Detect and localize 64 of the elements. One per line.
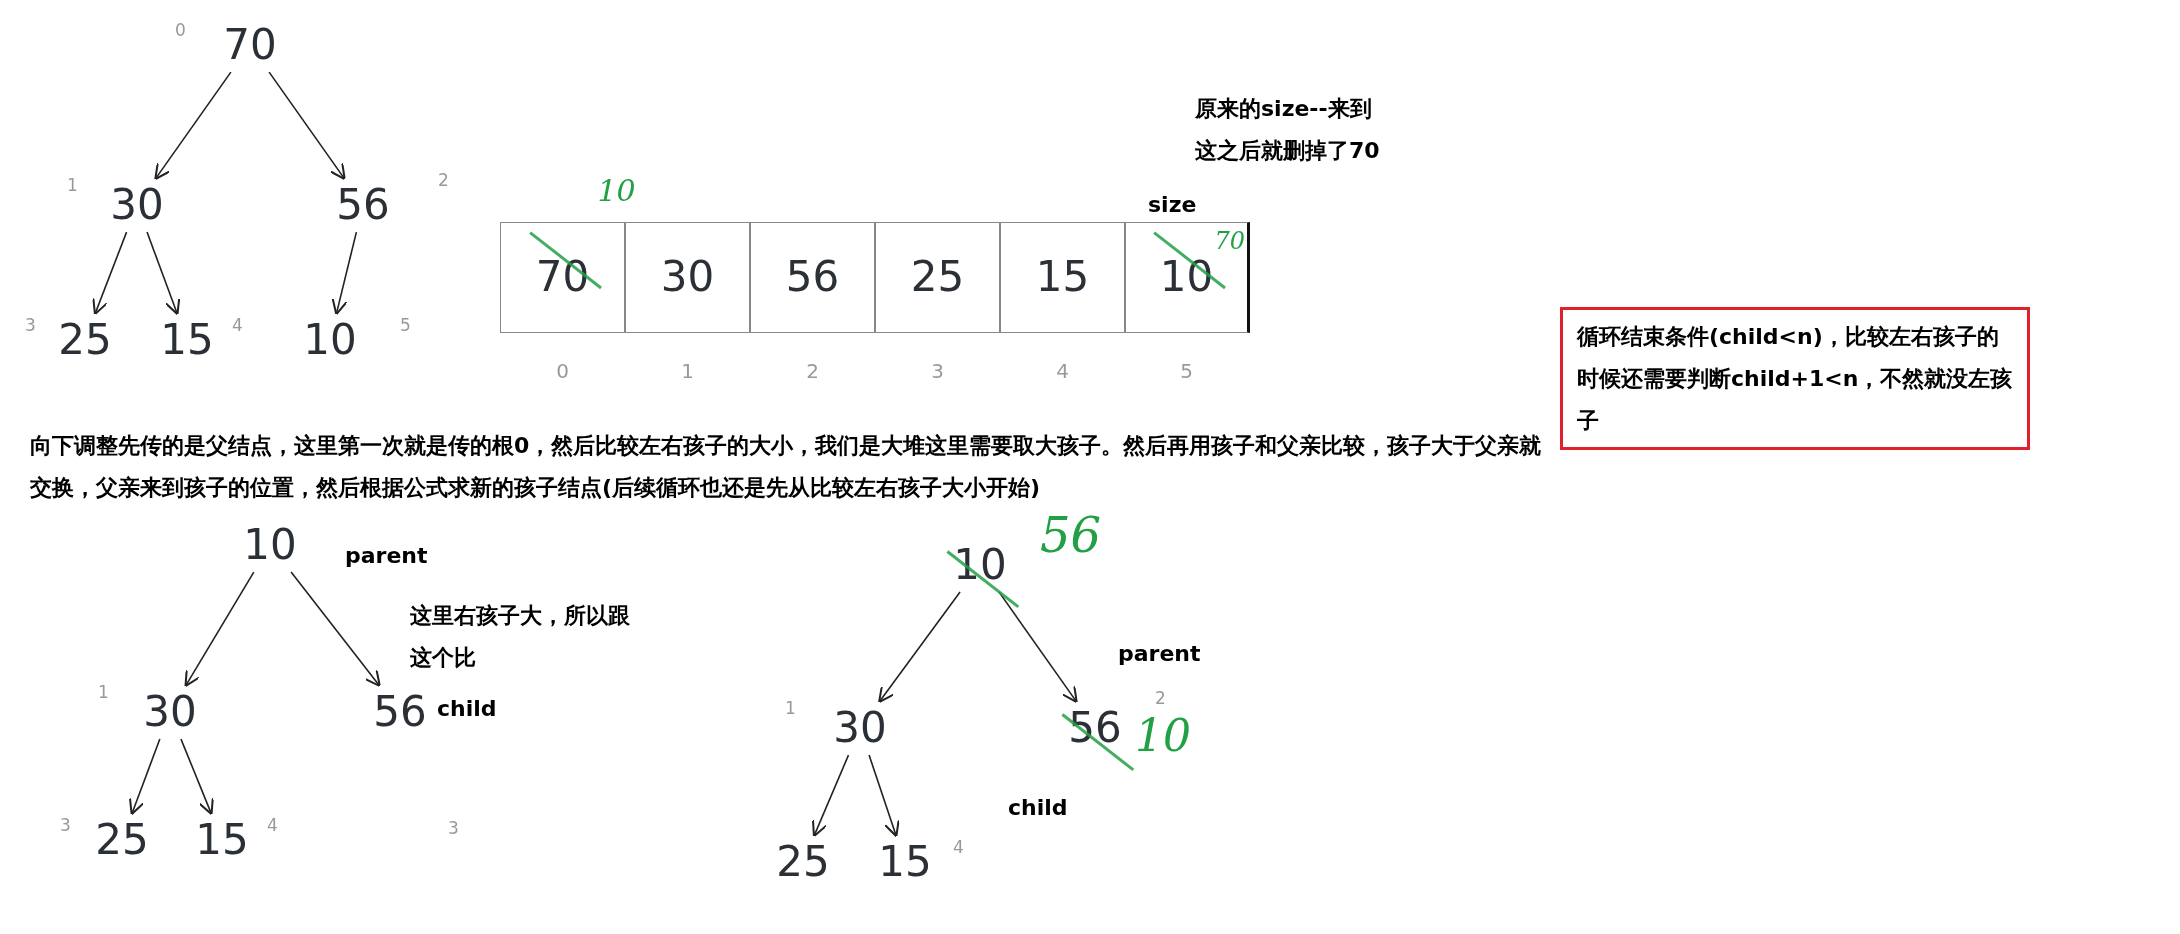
arrow [868,754,900,838]
arrow [331,231,358,316]
index-number: 3 [931,359,944,383]
node-value: 56 [373,688,427,736]
index-number: 4 [232,315,243,335]
index-number: 5 [1180,359,1193,383]
description-paragraph: 向下调整先传的是父结点，这里第一次就是传的根0，然后比较左右孩子的大小，我们是大堆这里需要取大孩子。然后再用孩子和父亲比较，孩子大于父亲就交换，父亲来到孩子的位置，然后根据公式求新的孩子结点(后续循环也还是先从比较左右孩子大小开始) [30,432,1543,502]
index-number: 1 [785,698,796,718]
index-number: 3 [60,815,71,835]
crossed-out-value: 70 [535,254,590,301]
arrow [184,571,255,688]
node-value: 15 [195,816,249,864]
index-number: 4 [267,815,278,835]
index-number: 2 [438,170,449,190]
annotation-text: child [1008,794,1068,822]
index-number: 1 [681,359,694,383]
arrow [146,231,181,316]
node-value: 25 [95,816,149,864]
arrow [154,71,232,181]
index-number: 2 [1155,688,1166,708]
index-number: 3 [448,817,459,840]
annotation-text: parent [1118,640,1201,668]
node-value: 30 [833,704,887,752]
index-number: 2 [806,359,819,383]
arrow [128,738,161,816]
handwritten-value: 70 [1214,227,1246,255]
node-value: 30 [660,254,715,301]
node-value: 70 [223,21,277,69]
arrow [811,754,850,838]
node-value: 25 [58,316,112,364]
handwritten-value: 56 [1040,506,1102,563]
annotation-text: child [437,695,497,723]
arrow [878,591,961,704]
annotation-text: size [1148,191,1197,219]
node-value: 10 [303,316,357,364]
note-text: 循环结束条件(child<n)，比较左右孩子的时候还需要判断child+1<n，不然就没左孩子 [1577,324,2013,433]
node-value: 10 [243,521,297,569]
handwritten-value: 10 [597,173,636,208]
arrow [268,71,346,181]
index-number: 4 [1056,359,1069,383]
arrow [290,571,381,688]
node-value: 56 [336,181,390,229]
index-number: 4 [953,837,964,857]
index-number: 1 [67,175,78,195]
node-value: 25 [910,254,965,301]
crossed-out-value: 10 [1159,254,1214,301]
node-value: 30 [143,688,197,736]
node-value: 25 [776,838,830,886]
annotation-text: 原来的size--来到这之后就删掉了70 [1195,95,1380,165]
node-value: 15 [160,316,214,364]
index-number: 3 [25,315,36,335]
note-box [1560,307,2030,451]
node-value: 15 [878,838,932,886]
index-number: 0 [175,20,186,40]
index-number: 0 [556,359,569,383]
arrow [92,231,128,316]
annotation-text: parent [345,542,428,570]
node-value: 30 [110,181,164,229]
node-value: 15 [1035,254,1090,301]
index-number: 5 [400,315,411,335]
arrow [180,738,214,816]
index-number: 1 [98,682,109,702]
node-value: 56 [785,254,840,301]
handwritten-value: 10 [1135,709,1191,761]
